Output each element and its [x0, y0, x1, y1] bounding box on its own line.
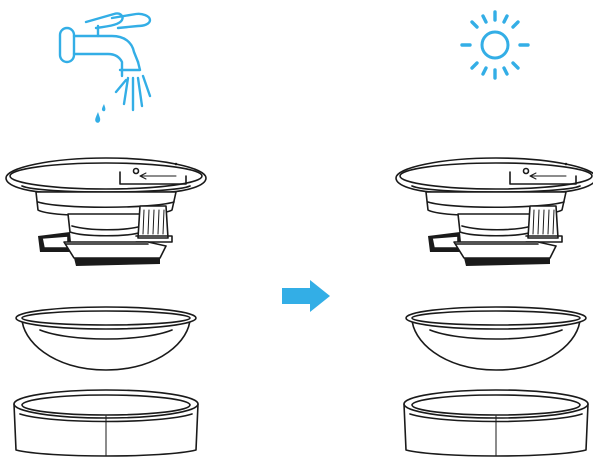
arrow-right-icon — [282, 280, 330, 312]
base-ring-right — [403, 389, 589, 457]
filter-tray-left — [15, 306, 197, 371]
water-faucet-icon — [58, 12, 152, 123]
base-ring-left — [13, 389, 199, 457]
fountain-pump-top-left — [5, 157, 207, 267]
filter-tray-right — [405, 306, 587, 371]
fountain-pump-top-right — [395, 157, 593, 267]
dry-column — [395, 10, 593, 457]
sun-icon — [460, 10, 530, 80]
wash-column — [5, 12, 207, 457]
